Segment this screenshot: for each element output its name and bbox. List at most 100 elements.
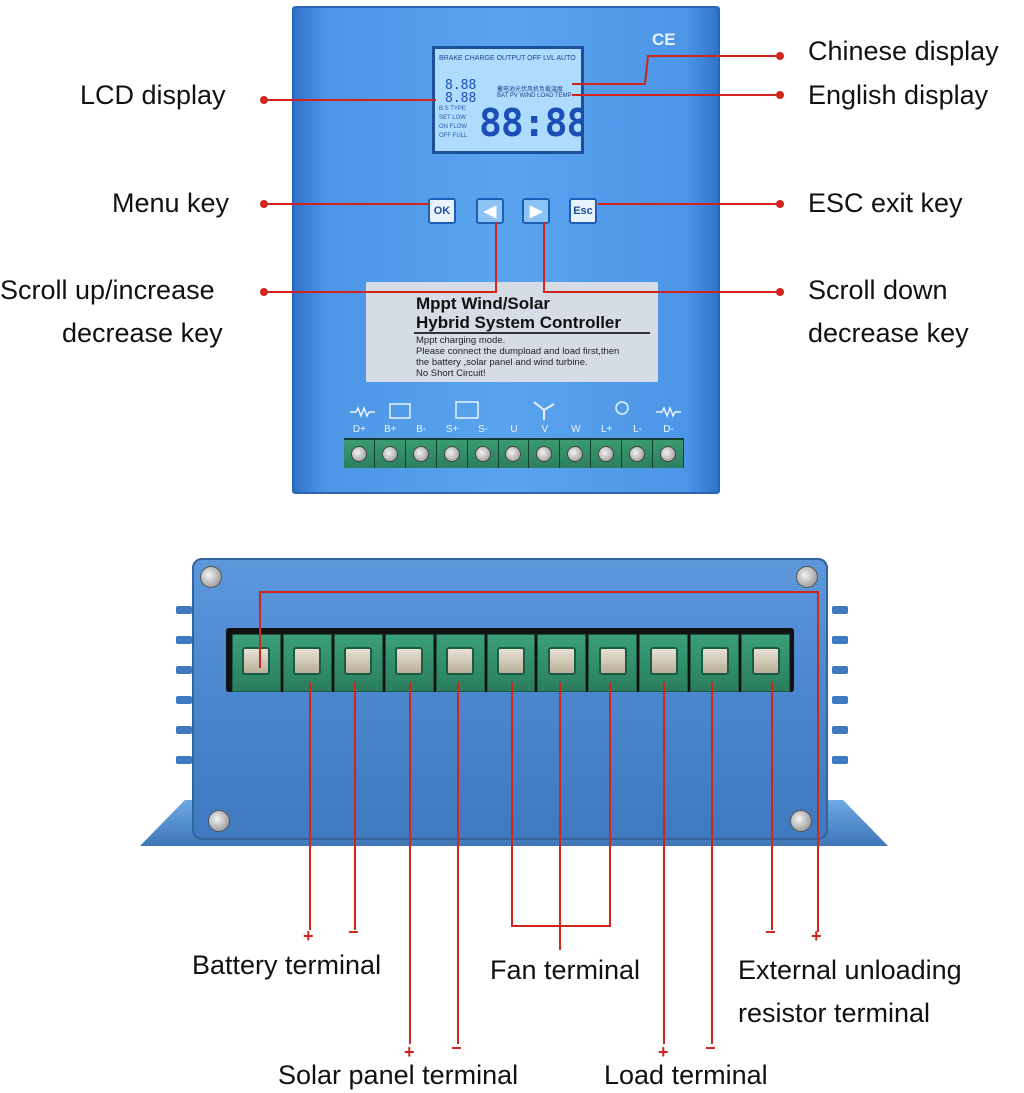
- terminal-block[interactable]: [591, 440, 623, 468]
- terminal-label: D-: [663, 424, 674, 435]
- screw-icon: [790, 810, 812, 832]
- terminal-block[interactable]: [467, 440, 499, 468]
- callout-dot: [260, 200, 268, 208]
- lcd-english-row: BAT PV WIND LOAD TEMP: [497, 93, 572, 99]
- product-label: Mppt Wind/Solar Hybrid System Controller…: [366, 282, 658, 382]
- terminal-label: D+: [352, 424, 366, 435]
- external-plus-sign: +: [811, 926, 822, 946]
- bulb-icon: [615, 401, 629, 415]
- terminal-socket[interactable]: [486, 634, 536, 692]
- terminal-socket[interactable]: [435, 634, 485, 692]
- terminal-label: L-: [633, 424, 643, 435]
- screw-icon: [443, 446, 460, 462]
- terminal-label: B+: [384, 424, 397, 435]
- lcd-side-line: ON FLOW: [439, 124, 467, 130]
- screw-icon: [660, 446, 677, 462]
- terminal-socket[interactable]: [741, 634, 790, 692]
- callout-lcd-display: LCD display: [80, 80, 226, 110]
- terminal-block[interactable]: [498, 440, 530, 468]
- ce-mark: CE: [652, 30, 676, 49]
- screw-icon: [505, 446, 522, 462]
- terminal-block[interactable]: [405, 440, 437, 468]
- side-fin: [832, 696, 848, 704]
- resistor-icon: [350, 405, 375, 419]
- side-fin: [176, 696, 192, 704]
- terminal-block[interactable]: [653, 440, 684, 468]
- terminal-socket[interactable]: [333, 634, 383, 692]
- instruction-line: No Short Circuit!: [416, 368, 486, 379]
- terminal-block[interactable]: [374, 440, 406, 468]
- esc-key[interactable]: Esc: [569, 198, 597, 224]
- callout-dot: [776, 200, 784, 208]
- terminal-block[interactable]: [436, 440, 468, 468]
- terminal-block[interactable]: [344, 440, 375, 468]
- screw-icon: [200, 566, 222, 588]
- controller-side-body: [192, 558, 828, 840]
- terminal-label: S-: [478, 424, 489, 435]
- lcd-side-line: OFF FULL: [439, 133, 468, 139]
- socket-hole: [344, 646, 373, 675]
- terminal-block[interactable]: [529, 440, 561, 468]
- terminal-socket[interactable]: [588, 634, 638, 692]
- terminal-socket[interactable]: [639, 634, 689, 692]
- callout-scroll-down-line2: decrease key: [808, 318, 969, 348]
- screw-icon: [208, 810, 230, 832]
- socket-hole: [751, 646, 780, 675]
- callout-dot: [776, 91, 784, 99]
- product-title-line2: Hybrid System Controller: [416, 313, 621, 332]
- socket-hole: [547, 646, 576, 675]
- load-minus-sign: −: [705, 1038, 716, 1058]
- solar-minus-sign: −: [451, 1038, 462, 1058]
- callout-dot: [260, 288, 268, 296]
- label-load-terminal: Load terminal: [604, 1060, 768, 1090]
- solar-plus-sign: +: [404, 1042, 415, 1062]
- side-fin: [176, 636, 192, 644]
- external-minus-sign: −: [765, 922, 776, 942]
- lcd-side-line: B.S TYPE: [439, 106, 466, 112]
- instruction-line: Please connect the dumpload and load fir…: [416, 346, 620, 357]
- terminal-socket[interactable]: [282, 634, 332, 692]
- socket-hole: [649, 646, 678, 675]
- right-arrow-key[interactable]: ▶: [522, 198, 550, 224]
- side-fin: [832, 606, 848, 614]
- side-fin: [176, 726, 192, 734]
- instruction-line: the battery ,solar panel and wind turbin…: [416, 357, 588, 368]
- terminal-socket[interactable]: [537, 634, 587, 692]
- side-fin: [832, 666, 848, 674]
- lcd-power-readouts: 8.88 8.88: [445, 79, 476, 105]
- side-fin: [176, 606, 192, 614]
- wind-turbine-icon: [533, 401, 555, 420]
- screw-icon: [598, 446, 615, 462]
- terminal-block[interactable]: [560, 440, 592, 468]
- callout-menu-key: Menu key: [112, 188, 230, 218]
- lcd-side-text: B.S TYPE SET LOW ON FLOW OFF FULL: [439, 105, 467, 141]
- lcd-pv-value: 8.88: [445, 91, 477, 106]
- screw-icon: [350, 446, 367, 462]
- lcd-status-row: BRAKE CHARGE OUTPUT OFF LVL AUTO: [439, 55, 576, 62]
- terminal-labels: D+ B+ B- S+ S- U V W L+ L- D-: [344, 424, 684, 435]
- socket-hole: [293, 646, 322, 675]
- label-solar-panel-terminal: Solar panel terminal: [278, 1060, 519, 1090]
- ok-key[interactable]: OK: [428, 198, 456, 224]
- lcd-chinese-row: 蓄电池光伏风机负载温度: [497, 87, 564, 93]
- label-battery-terminal: Battery terminal: [192, 950, 382, 980]
- terminal-strip-side: [232, 634, 790, 692]
- label-external-line1: External unloading: [738, 955, 962, 985]
- callout-scroll-up-line2: decrease key: [62, 318, 223, 348]
- terminal-block[interactable]: [622, 440, 654, 468]
- side-fin: [176, 756, 192, 764]
- left-arrow-key[interactable]: ◀: [476, 198, 504, 224]
- terminal-label: W: [571, 424, 581, 435]
- product-instructions: Mppt charging mode. Please connect the d…: [416, 335, 619, 379]
- load-plus-sign: +: [658, 1042, 669, 1062]
- callout-chinese-display: Chinese display: [808, 36, 999, 66]
- label-external-line2: resistor terminal: [738, 998, 931, 1028]
- terminal-socket[interactable]: [232, 634, 281, 692]
- lcd-screen: BRAKE CHARGE OUTPUT OFF LVL AUTO 8.88 8.…: [432, 46, 584, 154]
- callout-dot: [776, 52, 784, 60]
- terminal-socket[interactable]: [690, 634, 740, 692]
- callout-english-display: English display: [808, 80, 989, 110]
- terminal-socket[interactable]: [384, 634, 434, 692]
- terminal-label: V: [541, 424, 549, 435]
- terminal-label: B-: [416, 424, 427, 435]
